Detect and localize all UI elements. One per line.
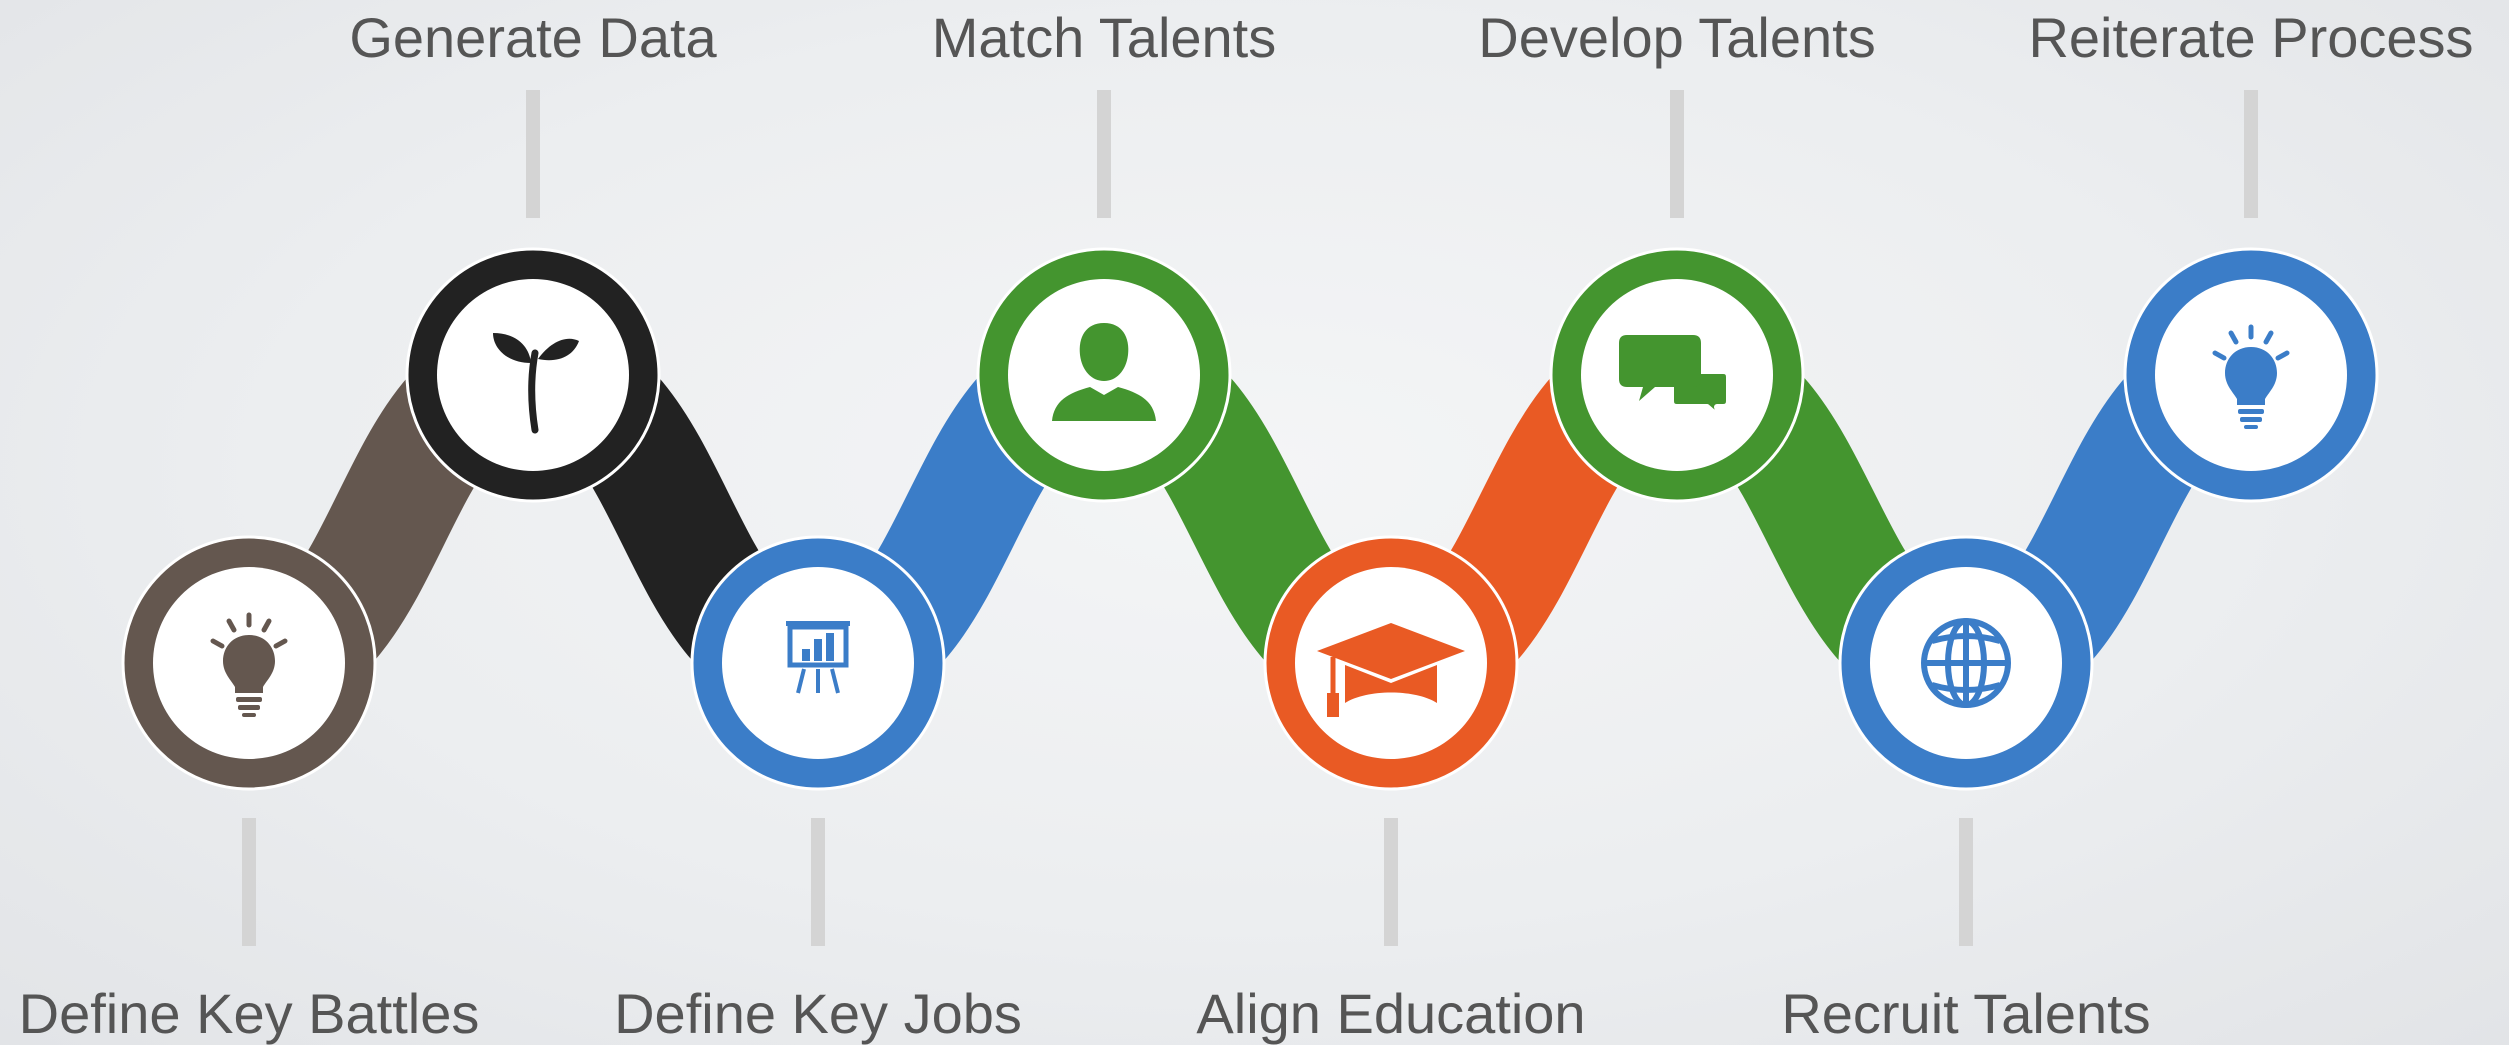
step-label-define-key-battles: Define Key Battles bbox=[18, 982, 480, 1045]
step-label-align-education: Align Education bbox=[1196, 982, 1586, 1045]
graduation-cap-icon bbox=[1317, 623, 1465, 717]
lightbulb-icon bbox=[210, 612, 288, 717]
sprout-icon bbox=[493, 333, 579, 434]
leader-line-define-key-battles bbox=[242, 818, 256, 946]
step-label-develop-talents: Develop Talents bbox=[1478, 6, 1876, 69]
step-node-reiterate-process bbox=[2123, 247, 2379, 503]
user-icon bbox=[1052, 323, 1156, 421]
step-node-define-key-jobs bbox=[690, 535, 946, 791]
leader-line-align-education bbox=[1384, 818, 1398, 946]
step-label-reiterate-process: Reiterate Process bbox=[2028, 6, 2474, 69]
presentation-chart-icon bbox=[786, 621, 850, 694]
leader-line-reiterate-process bbox=[2244, 90, 2258, 218]
step-label-generate-data: Generate Data bbox=[349, 6, 717, 69]
globe-icon bbox=[1921, 618, 2011, 708]
lightbulb-icon bbox=[2212, 324, 2290, 429]
step-label-define-key-jobs: Define Key Jobs bbox=[614, 982, 1022, 1045]
step-node-define-key-battles bbox=[121, 535, 377, 791]
leader-line-develop-talents bbox=[1670, 90, 1684, 218]
leader-line-define-key-jobs bbox=[811, 818, 825, 946]
step-label-match-talents: Match Talents bbox=[931, 6, 1277, 69]
step-node-recruit-talents bbox=[1838, 535, 2094, 791]
step-node-align-education bbox=[1263, 535, 1519, 791]
step-node-generate-data bbox=[405, 247, 661, 503]
leader-line-match-talents bbox=[1097, 90, 1111, 218]
leader-line-recruit-talents bbox=[1959, 818, 1973, 946]
step-label-recruit-talents: Recruit Talents bbox=[1781, 982, 2151, 1045]
leader-line-generate-data bbox=[526, 90, 540, 218]
chat-bubbles-icon bbox=[1619, 335, 1732, 422]
step-node-match-talents bbox=[976, 247, 1232, 503]
step-node-develop-talents bbox=[1549, 247, 1805, 503]
